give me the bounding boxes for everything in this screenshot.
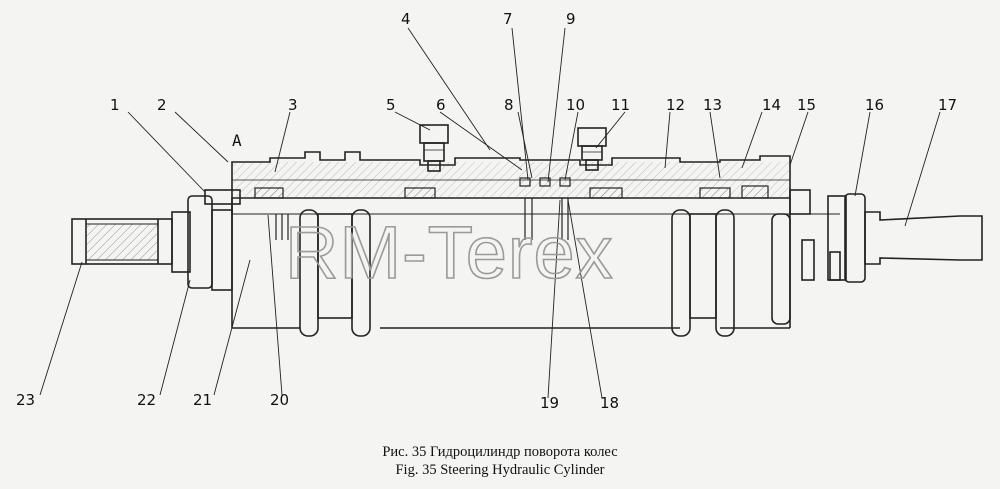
callout-22: 22 [137,391,156,409]
caption-english: Fig. 35 Steering Hydraulic Cylinder [395,462,605,478]
callout-17: 17 [938,96,957,114]
internal-details [254,177,769,240]
callout-4: 4 [401,10,411,28]
caption-russian: Рис. 35 Гидроцилиндр поворота колес [382,444,618,460]
watermark: RM-Terex [285,211,614,294]
callout-21: 21 [193,391,212,409]
callout-labels: 1 2 3 4 5 6 7 8 9 10 11 12 13 14 15 16 1… [16,10,957,412]
callout-11: 11 [611,96,630,114]
left-rod-end [71,211,191,273]
callout-13: 13 [703,96,722,114]
callout-5: 5 [386,96,396,114]
right-rod [864,211,983,265]
callout-16: 16 [865,96,884,114]
callout-3: 3 [288,96,298,114]
callout-10: 10 [566,96,585,114]
callout-8: 8 [504,96,514,114]
view-marker-label: A [232,131,242,150]
callout-2: 2 [157,96,167,114]
callout-19: 19 [540,394,559,412]
callout-15: 15 [797,96,816,114]
callout-20: 20 [270,391,289,409]
callout-7: 7 [503,10,513,28]
cylinder-barrel [231,151,840,329]
callout-1: 1 [110,96,120,114]
seal-rings [299,209,841,337]
callout-9: 9 [566,10,576,28]
hydraulic-port-left [419,124,449,172]
hydraulic-port-right [577,127,607,171]
callout-12: 12 [666,96,685,114]
callout-23: 23 [16,391,35,409]
callout-18: 18 [600,394,619,412]
callout-14: 14 [762,96,781,114]
leader-lines [39,27,941,399]
callout-6: 6 [436,96,446,114]
